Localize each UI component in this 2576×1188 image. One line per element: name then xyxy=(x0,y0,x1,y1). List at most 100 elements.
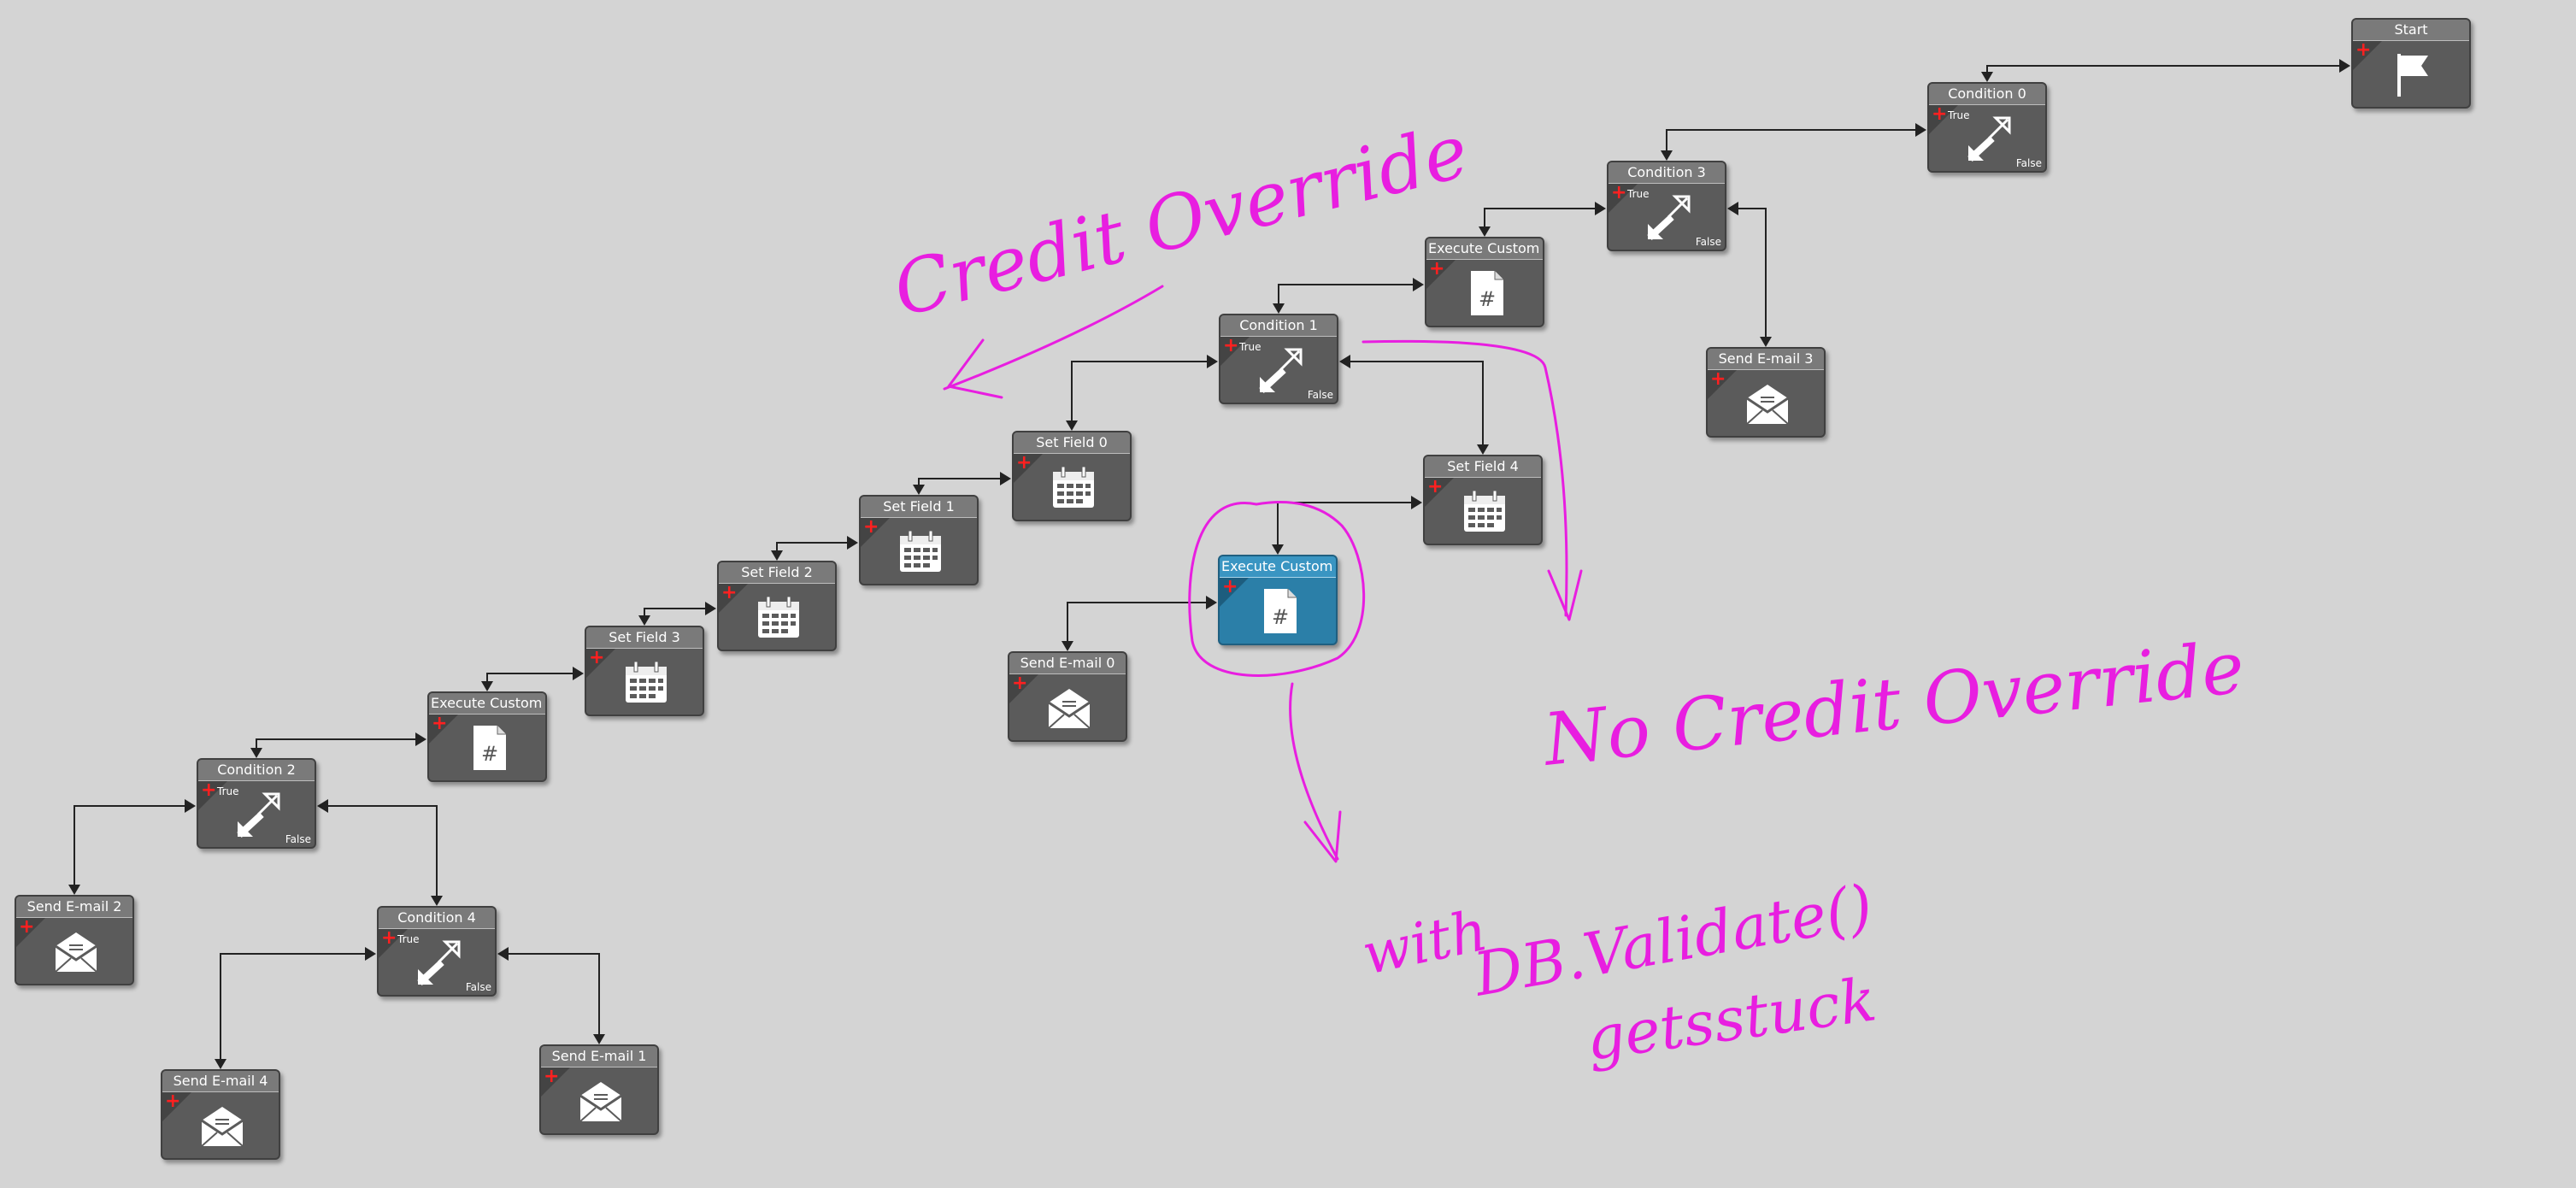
connection-wire xyxy=(1350,361,1484,446)
node-title: Set Field 0 xyxy=(1014,432,1130,454)
add-step-plus-icon[interactable]: + xyxy=(1611,182,1627,203)
true-branch-label: True xyxy=(1948,109,1970,121)
node-exec2[interactable]: Execute Custom Co+# xyxy=(1218,555,1338,645)
connection-port xyxy=(1339,355,1350,368)
envelope-icon xyxy=(579,1082,622,1122)
add-step-plus-icon[interactable]: + xyxy=(1932,103,1948,125)
envelope-icon xyxy=(1746,385,1789,425)
add-step-plus-icon[interactable]: + xyxy=(19,916,35,938)
connection-wire xyxy=(1071,361,1207,422)
connection-wire xyxy=(776,542,847,552)
calendar-icon xyxy=(1464,490,1505,532)
connection-wire xyxy=(918,478,1000,486)
add-step-plus-icon[interactable]: + xyxy=(1427,476,1444,497)
connection-port xyxy=(847,536,858,550)
connection-port xyxy=(573,667,584,680)
false-branch-label: False xyxy=(1307,389,1333,401)
connection-arrowhead xyxy=(1760,337,1772,347)
connection-wire xyxy=(486,673,573,683)
connection-wire xyxy=(644,608,705,617)
node-title: Condition 3 xyxy=(1609,162,1725,184)
add-step-plus-icon[interactable]: + xyxy=(1223,335,1239,356)
node-title: Condition 1 xyxy=(1220,315,1337,337)
calendar-icon xyxy=(900,530,941,572)
add-step-plus-icon[interactable]: + xyxy=(863,516,879,538)
connection-port xyxy=(185,799,196,813)
connection-port xyxy=(705,602,716,615)
add-step-plus-icon[interactable]: + xyxy=(381,927,397,949)
condition-arrows-icon xyxy=(1647,195,1691,240)
node-title: Execute Custom Co xyxy=(429,693,545,715)
node-corner-tab xyxy=(1609,184,1638,213)
node-title: Condition 2 xyxy=(198,760,315,781)
connection-wire xyxy=(1666,129,1915,152)
condition-arrows-icon xyxy=(417,940,461,985)
node-start[interactable]: Start+ xyxy=(2351,18,2471,109)
connection-port xyxy=(415,732,426,746)
connection-wire xyxy=(1067,602,1206,643)
add-step-plus-icon[interactable]: + xyxy=(544,1066,560,1087)
node-title: Send E-mail 2 xyxy=(16,897,132,918)
node-corner-tab xyxy=(1014,454,1043,483)
add-step-plus-icon[interactable]: + xyxy=(1016,452,1032,473)
node-setf4[interactable]: Set Field 4+ xyxy=(1423,455,1543,545)
node-setf2[interactable]: Set Field 2+ xyxy=(717,561,837,651)
connection-arrowhead xyxy=(1066,421,1078,431)
envelope-icon xyxy=(201,1107,244,1147)
node-corner-tab xyxy=(429,715,458,744)
add-step-plus-icon[interactable]: + xyxy=(165,1091,181,1112)
node-corner-tab xyxy=(2353,41,2382,70)
calendar-icon xyxy=(626,661,667,703)
node-title: Condition 0 xyxy=(1929,84,2045,105)
connection-wire xyxy=(1986,65,2339,74)
false-branch-label: False xyxy=(285,833,311,845)
add-step-plus-icon[interactable]: + xyxy=(432,713,448,734)
connection-arrowhead xyxy=(771,550,783,561)
connection-wire xyxy=(74,805,185,886)
node-email2[interactable]: Send E-mail 2+ xyxy=(15,895,134,985)
node-title: Send E-mail 0 xyxy=(1009,653,1126,674)
false-branch-label: False xyxy=(1695,236,1721,248)
node-email0[interactable]: Send E-mail 0+ xyxy=(1008,651,1127,742)
condition-arrows-icon xyxy=(1967,116,2011,162)
true-branch-label: True xyxy=(217,785,239,797)
node-setf0[interactable]: Set Field 0+ xyxy=(1012,431,1132,521)
node-exec1[interactable]: Execute Custom Co+# xyxy=(1425,237,1544,327)
node-setf3[interactable]: Set Field 3+ xyxy=(585,626,704,716)
connection-wire xyxy=(256,738,415,750)
add-step-plus-icon[interactable]: + xyxy=(1222,576,1238,597)
node-title: Execute Custom Co xyxy=(1220,556,1336,578)
add-step-plus-icon[interactable]: + xyxy=(201,779,217,801)
add-step-plus-icon[interactable]: + xyxy=(721,582,738,603)
add-step-plus-icon[interactable]: + xyxy=(1012,673,1028,694)
node-email4[interactable]: Send E-mail 4+ xyxy=(161,1069,280,1160)
true-branch-label: True xyxy=(1239,341,1262,353)
node-corner-tab xyxy=(541,1067,570,1097)
condition-arrows-icon xyxy=(237,792,280,838)
node-title: Send E-mail 4 xyxy=(162,1071,279,1092)
add-step-plus-icon[interactable]: + xyxy=(1710,368,1726,390)
node-email1[interactable]: Send E-mail 1+ xyxy=(539,1044,659,1135)
connection-arrowhead xyxy=(1981,72,1993,82)
add-step-plus-icon[interactable]: + xyxy=(1429,258,1445,279)
node-title: Set Field 3 xyxy=(586,627,703,649)
node-title: Start xyxy=(2353,20,2469,41)
node-setf1[interactable]: Set Field 1+ xyxy=(859,495,979,585)
node-email3[interactable]: Send E-mail 3+ xyxy=(1706,347,1826,438)
add-step-plus-icon[interactable]: + xyxy=(589,647,605,668)
add-step-plus-icon[interactable]: + xyxy=(2355,39,2372,61)
node-corner-tab xyxy=(1929,105,1958,134)
calendar-icon xyxy=(758,596,799,638)
script-file-icon: # xyxy=(1471,271,1503,315)
connection-wire xyxy=(1278,284,1413,305)
connection-arrowhead xyxy=(1479,226,1491,237)
node-exec3[interactable]: Execute Custom Co+ # xyxy=(427,691,547,782)
svg-text:#: # xyxy=(481,742,498,766)
